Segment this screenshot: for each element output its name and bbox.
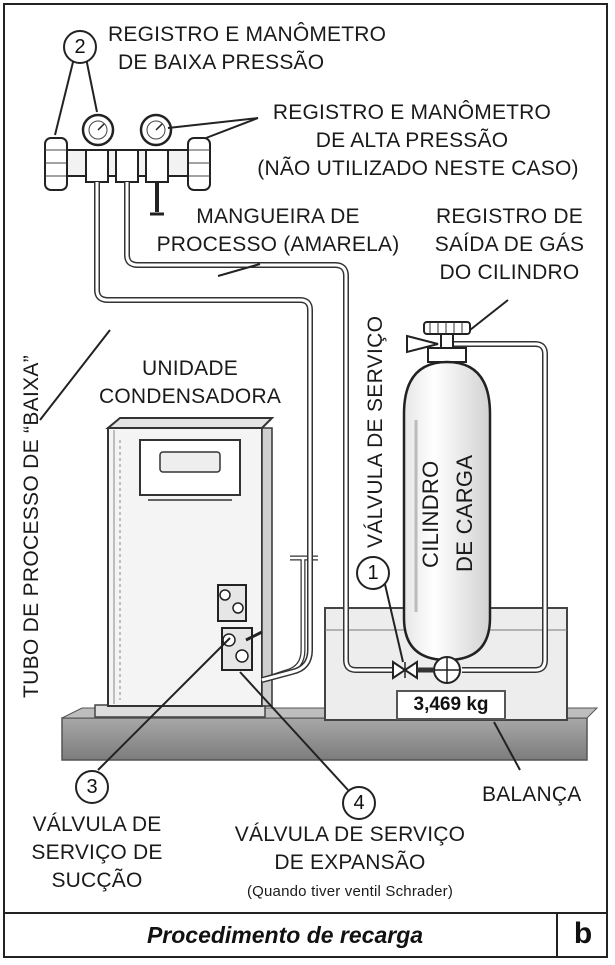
figure-frame <box>3 3 608 958</box>
hoses <box>94 182 548 683</box>
hose-label-1: MANGUEIRA DE <box>196 205 360 228</box>
callout-3: 3 <box>75 770 109 804</box>
cylinder-valve-label-2: SAÍDA DE GÁS <box>434 233 585 256</box>
high-pressure-label-2: DE ALTA PRESSÃO <box>315 129 509 152</box>
process-tube-label: TUBO DE PROCESSO DE “BAIXA” <box>20 355 43 698</box>
condensing-unit <box>94 417 275 718</box>
footer-divider <box>3 912 608 914</box>
suction-label-1: VÁLVULA DE <box>32 813 162 836</box>
recharge-diagram <box>39 57 599 791</box>
cylinder-label-2: DE CARGA <box>452 454 477 572</box>
expansion-note: (Quando tiver ventil Schrader) <box>246 883 454 900</box>
callout-1: 1 <box>356 556 390 590</box>
condenser-label-2: CONDENSADORA <box>98 385 282 408</box>
low-pressure-label-1: REGISTRO E MANÔMETRO <box>108 23 387 46</box>
cylinder-valve-label-1: REGISTRO DE <box>436 205 583 228</box>
scale-valve <box>392 656 461 684</box>
scale-display: 3,469 kg <box>396 690 506 720</box>
hose-label-2: PROCESSO (AMARELA) <box>156 233 400 256</box>
high-pressure-label-3: (NÃO UTILIZADO NESTE CASO) <box>257 157 579 180</box>
cylinder-valve <box>406 321 471 363</box>
expansion-label-1: VÁLVULA DE SERVIÇO <box>234 823 466 846</box>
footer-title: Procedimento de recarga <box>146 922 424 948</box>
suction-label-3: SUCÇÃO <box>51 869 143 892</box>
expansion-label-2: DE EXPANSÃO <box>274 851 426 874</box>
suction-label-2: SERVIÇO DE <box>31 841 163 864</box>
service-valve-label: VÁLVULA DE SERVIÇO <box>364 315 387 548</box>
scale-label: BALANÇA <box>482 783 582 806</box>
callout-2: 2 <box>63 30 97 64</box>
cylinder-valve-label-3: DO CILINDRO <box>439 261 580 284</box>
cylinder-label-1: CILINDRO <box>418 460 443 568</box>
callout-4: 4 <box>342 786 376 820</box>
charge-cylinder <box>402 360 492 662</box>
low-pressure-label-2: DE BAIXA PRESSÃO <box>118 51 325 74</box>
footer-badge: b <box>556 912 608 958</box>
leader-lines <box>39 57 521 791</box>
high-pressure-label-1: REGISTRO E MANÔMETRO <box>272 101 552 124</box>
unit-service-valves <box>217 584 263 671</box>
condenser-label-1: UNIDADE <box>142 357 238 380</box>
